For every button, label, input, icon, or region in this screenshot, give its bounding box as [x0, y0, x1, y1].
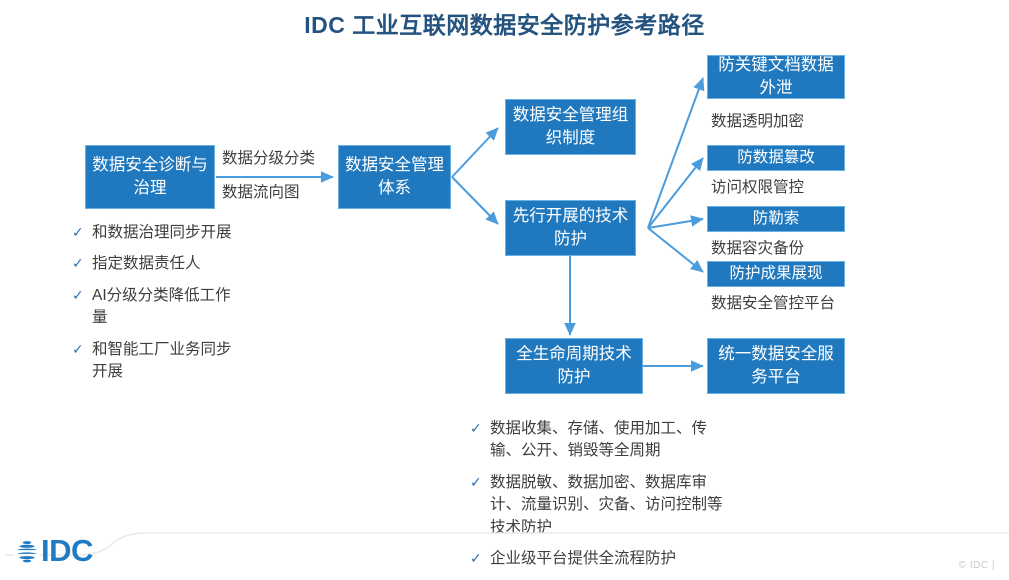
check-icon: ✓ [470, 550, 482, 567]
check-icon: ✓ [72, 255, 84, 272]
list-item: ✓ 企业级平台提供全流程防护 [470, 548, 728, 570]
footer-divider [5, 532, 1009, 556]
box-result-display[interactable]: 防护成果展现 [707, 261, 845, 287]
edge-label-classification: 数据分级分类 [222, 150, 316, 167]
caption-disaster-backup: 数据容灾备份 [711, 240, 805, 257]
list-item: ✓ 指定数据责任人 [72, 253, 232, 275]
list-item-label: 数据收集、存储、使用加工、传输、公开、销毁等全周期 [490, 420, 708, 460]
list-item-label: 和智能工厂业务同步开展 [92, 340, 232, 381]
list-item: ✓ AI分级分类降低工作量 [72, 285, 232, 330]
box-org-system[interactable]: 数据安全管理组织制度 [505, 99, 636, 155]
globe-icon [14, 540, 40, 562]
box-data-security-diagnosis[interactable]: 数据安全诊断与治理 [85, 145, 215, 209]
box-unified-service-platform[interactable]: 统一数据安全服务平台 [707, 338, 845, 394]
edge-label-flow-chart: 数据流向图 [222, 184, 300, 201]
box-leak-prevention[interactable]: 防关键文档数据外泄 [707, 55, 845, 99]
check-icon: ✓ [72, 224, 84, 240]
box-label: 防护成果展现 [729, 265, 823, 283]
left-bullet-list: ✓ 和数据治理同步开展 ✓ 指定数据责任人 ✓ AI分级分类降低工作量 ✓ 和智… [72, 222, 232, 393]
list-item-label: AI分级分类降低工作量 [92, 286, 231, 327]
idc-logo: IDC [14, 535, 93, 566]
box-label: 统一数据安全服务平台 [718, 345, 834, 386]
list-item-label: 数据脱敏、数据加密、数据库审计、流量识别、灾备、访问控制等技术防护 [490, 473, 723, 536]
box-label: 全生命周期技术防护 [516, 345, 632, 386]
caption-control-platform: 数据安全管控平台 [711, 295, 836, 312]
box-label: 防关键文档数据外泄 [718, 56, 834, 97]
check-icon: ✓ [72, 340, 84, 357]
caption-transparent-encryption: 数据透明加密 [711, 113, 805, 130]
copyright-text: © IDC | [958, 560, 995, 571]
box-management-system[interactable]: 数据安全管理体系 [338, 145, 451, 209]
check-icon: ✓ [470, 473, 482, 490]
box-label: 数据安全管理体系 [345, 156, 444, 197]
box-label: 防勒索 [752, 210, 800, 228]
list-item-label: 和数据治理同步开展 [92, 224, 232, 241]
box-label: 防数据篡改 [737, 149, 815, 167]
list-item: ✓ 和智能工厂业务同步开展 [72, 339, 232, 384]
box-first-tech-protection[interactable]: 先行开展的技术防护 [505, 200, 636, 256]
list-item: ✓ 数据脱敏、数据加密、数据库审计、流量识别、灾备、访问控制等技术防护 [470, 472, 728, 539]
box-label: 数据安全诊断与治理 [92, 156, 208, 197]
box-label: 先行开展的技术防护 [512, 207, 629, 248]
box-label: 数据安全管理组织制度 [512, 106, 629, 147]
list-item: ✓ 数据收集、存储、使用加工、传输、公开、销毁等全周期 [470, 418, 728, 463]
list-item: ✓ 和数据治理同步开展 [72, 222, 232, 244]
list-item-label: 企业级平台提供全流程防护 [490, 550, 677, 568]
page-title: IDC 工业互联网数据安全防护参考路径 [304, 12, 705, 38]
check-icon: ✓ [72, 286, 84, 303]
list-item-label: 指定数据责任人 [92, 255, 201, 273]
caption-access-control: 访问权限管控 [711, 179, 805, 196]
box-lifecycle-tech-protection[interactable]: 全生命周期技术防护 [505, 338, 643, 394]
check-icon: ✓ [470, 420, 482, 436]
box-ransom-prevention[interactable]: 防勒索 [707, 206, 845, 232]
bottom-bullet-list: ✓ 数据收集、存储、使用加工、传输、公开、销毁等全周期 ✓ 数据脱敏、数据加密、… [470, 418, 728, 580]
box-tamper-prevention[interactable]: 防数据篡改 [707, 145, 845, 171]
idc-wordmark: IDC [41, 533, 93, 568]
